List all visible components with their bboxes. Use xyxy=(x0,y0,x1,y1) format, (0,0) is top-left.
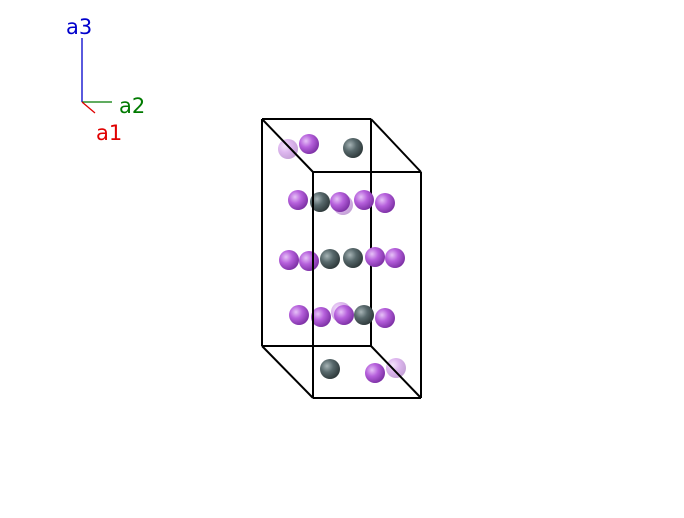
atoms xyxy=(279,134,405,383)
axis-indicator: a3 a2 a1 xyxy=(66,15,145,145)
axis-a1-label: a1 xyxy=(96,121,122,145)
purple-atom xyxy=(299,134,319,154)
purple-atom xyxy=(386,358,406,378)
gray-atom xyxy=(343,138,363,158)
gray-atom xyxy=(320,249,340,269)
purple-atom xyxy=(279,250,299,270)
purple-atom xyxy=(354,190,374,210)
purple-atom xyxy=(365,247,385,267)
purple-atom xyxy=(289,305,309,325)
purple-atom xyxy=(278,139,298,159)
axis-a3-label: a3 xyxy=(66,15,92,39)
purple-atom xyxy=(365,363,385,383)
purple-atom xyxy=(330,192,350,212)
gray-atom xyxy=(320,359,340,379)
purple-atom xyxy=(334,305,354,325)
purple-atom xyxy=(288,190,308,210)
purple-atom xyxy=(375,308,395,328)
purple-atom xyxy=(375,193,395,213)
axis-a2-label: a2 xyxy=(119,94,145,118)
axis-a1-line xyxy=(81,101,96,114)
gray-atom xyxy=(354,305,374,325)
purple-atom xyxy=(299,251,319,271)
gray-atom xyxy=(343,248,363,268)
purple-atom xyxy=(311,307,331,327)
purple-atom xyxy=(385,248,405,268)
gray-atom xyxy=(310,192,330,212)
unit-cell-front xyxy=(261,118,422,399)
